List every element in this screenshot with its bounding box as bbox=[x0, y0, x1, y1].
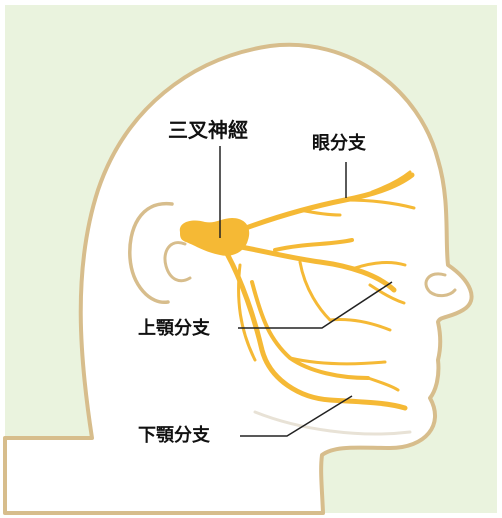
mandibular-branch-label: 下顎分支 bbox=[138, 427, 210, 445]
trigeminal-nerve-label: 三叉神經 bbox=[168, 120, 248, 140]
maxillary-branch-label: 上顎分支 bbox=[138, 320, 210, 338]
ophthalmic-branch-label: 眼分支 bbox=[312, 135, 366, 153]
